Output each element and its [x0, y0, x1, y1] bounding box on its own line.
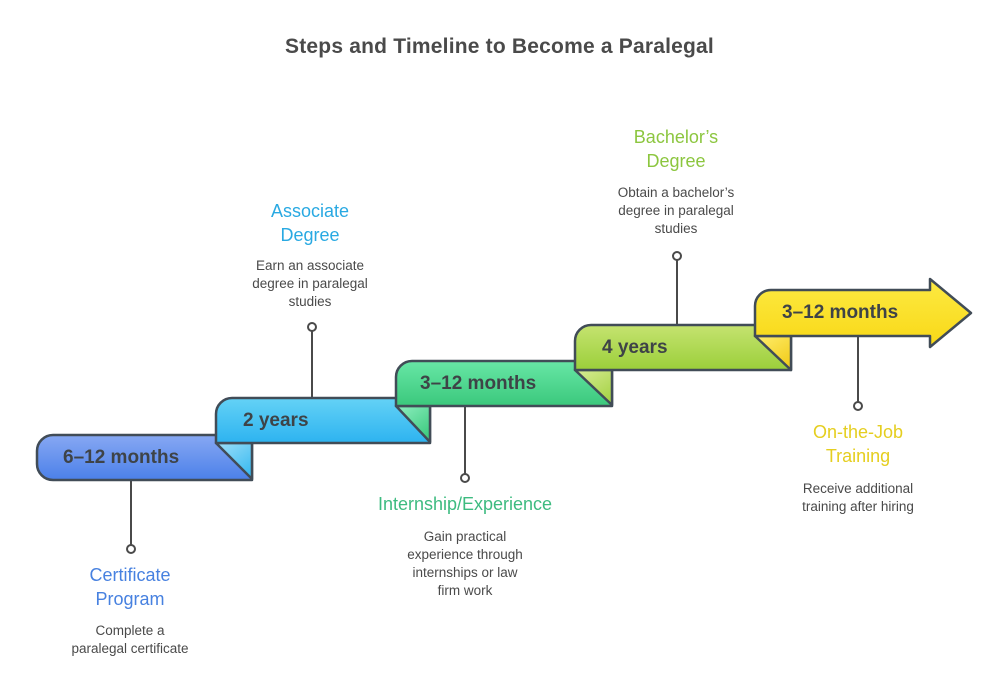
step3-name: Internship/Experience — [377, 494, 553, 514]
connector-dot-2 — [307, 322, 317, 332]
step1-description: Complete a paralegal certificate — [71, 623, 189, 656]
step3-duration: 3–12 months — [420, 372, 537, 394]
ribbon-2-bar — [214, 396, 432, 445]
step3-description: Gain practical experience through intern… — [407, 529, 523, 598]
page-title: Steps and Timeline to Become a Paralegal — [285, 35, 714, 58]
connector-dots — [126, 251, 863, 554]
step5-duration: 3–12 months — [782, 302, 899, 323]
connector-dot-1 — [126, 544, 136, 554]
step5-name: On-the-Job Training — [812, 422, 904, 466]
ribbon-5-arrow-bar — [753, 277, 973, 349]
step4-duration: 4 years — [602, 336, 668, 358]
step2-name: Associate Degree — [270, 201, 350, 245]
ribbon-4-bar — [573, 323, 793, 372]
step4-name: Bachelor’s Degree — [633, 127, 719, 171]
connector-dot-4 — [672, 251, 682, 261]
ribbon-steps — [35, 277, 973, 482]
step1-name: Certificate Program — [89, 565, 171, 609]
connector-lines — [130, 260, 859, 545]
ribbon-3-bar — [394, 359, 614, 408]
connector-dot-3 — [460, 473, 470, 483]
connector-dot-5 — [853, 401, 863, 411]
ribbon-1-bar — [35, 433, 254, 482]
step2-description: Earn an associate degree in paralegal st… — [252, 258, 368, 309]
step2-duration: 2 years — [243, 409, 309, 431]
step1-duration: 6–12 months — [63, 446, 180, 468]
step4-description: Obtain a bachelor’s degree in paralegal … — [617, 185, 735, 236]
step5-description: Receive additional training after hiring — [802, 481, 914, 514]
